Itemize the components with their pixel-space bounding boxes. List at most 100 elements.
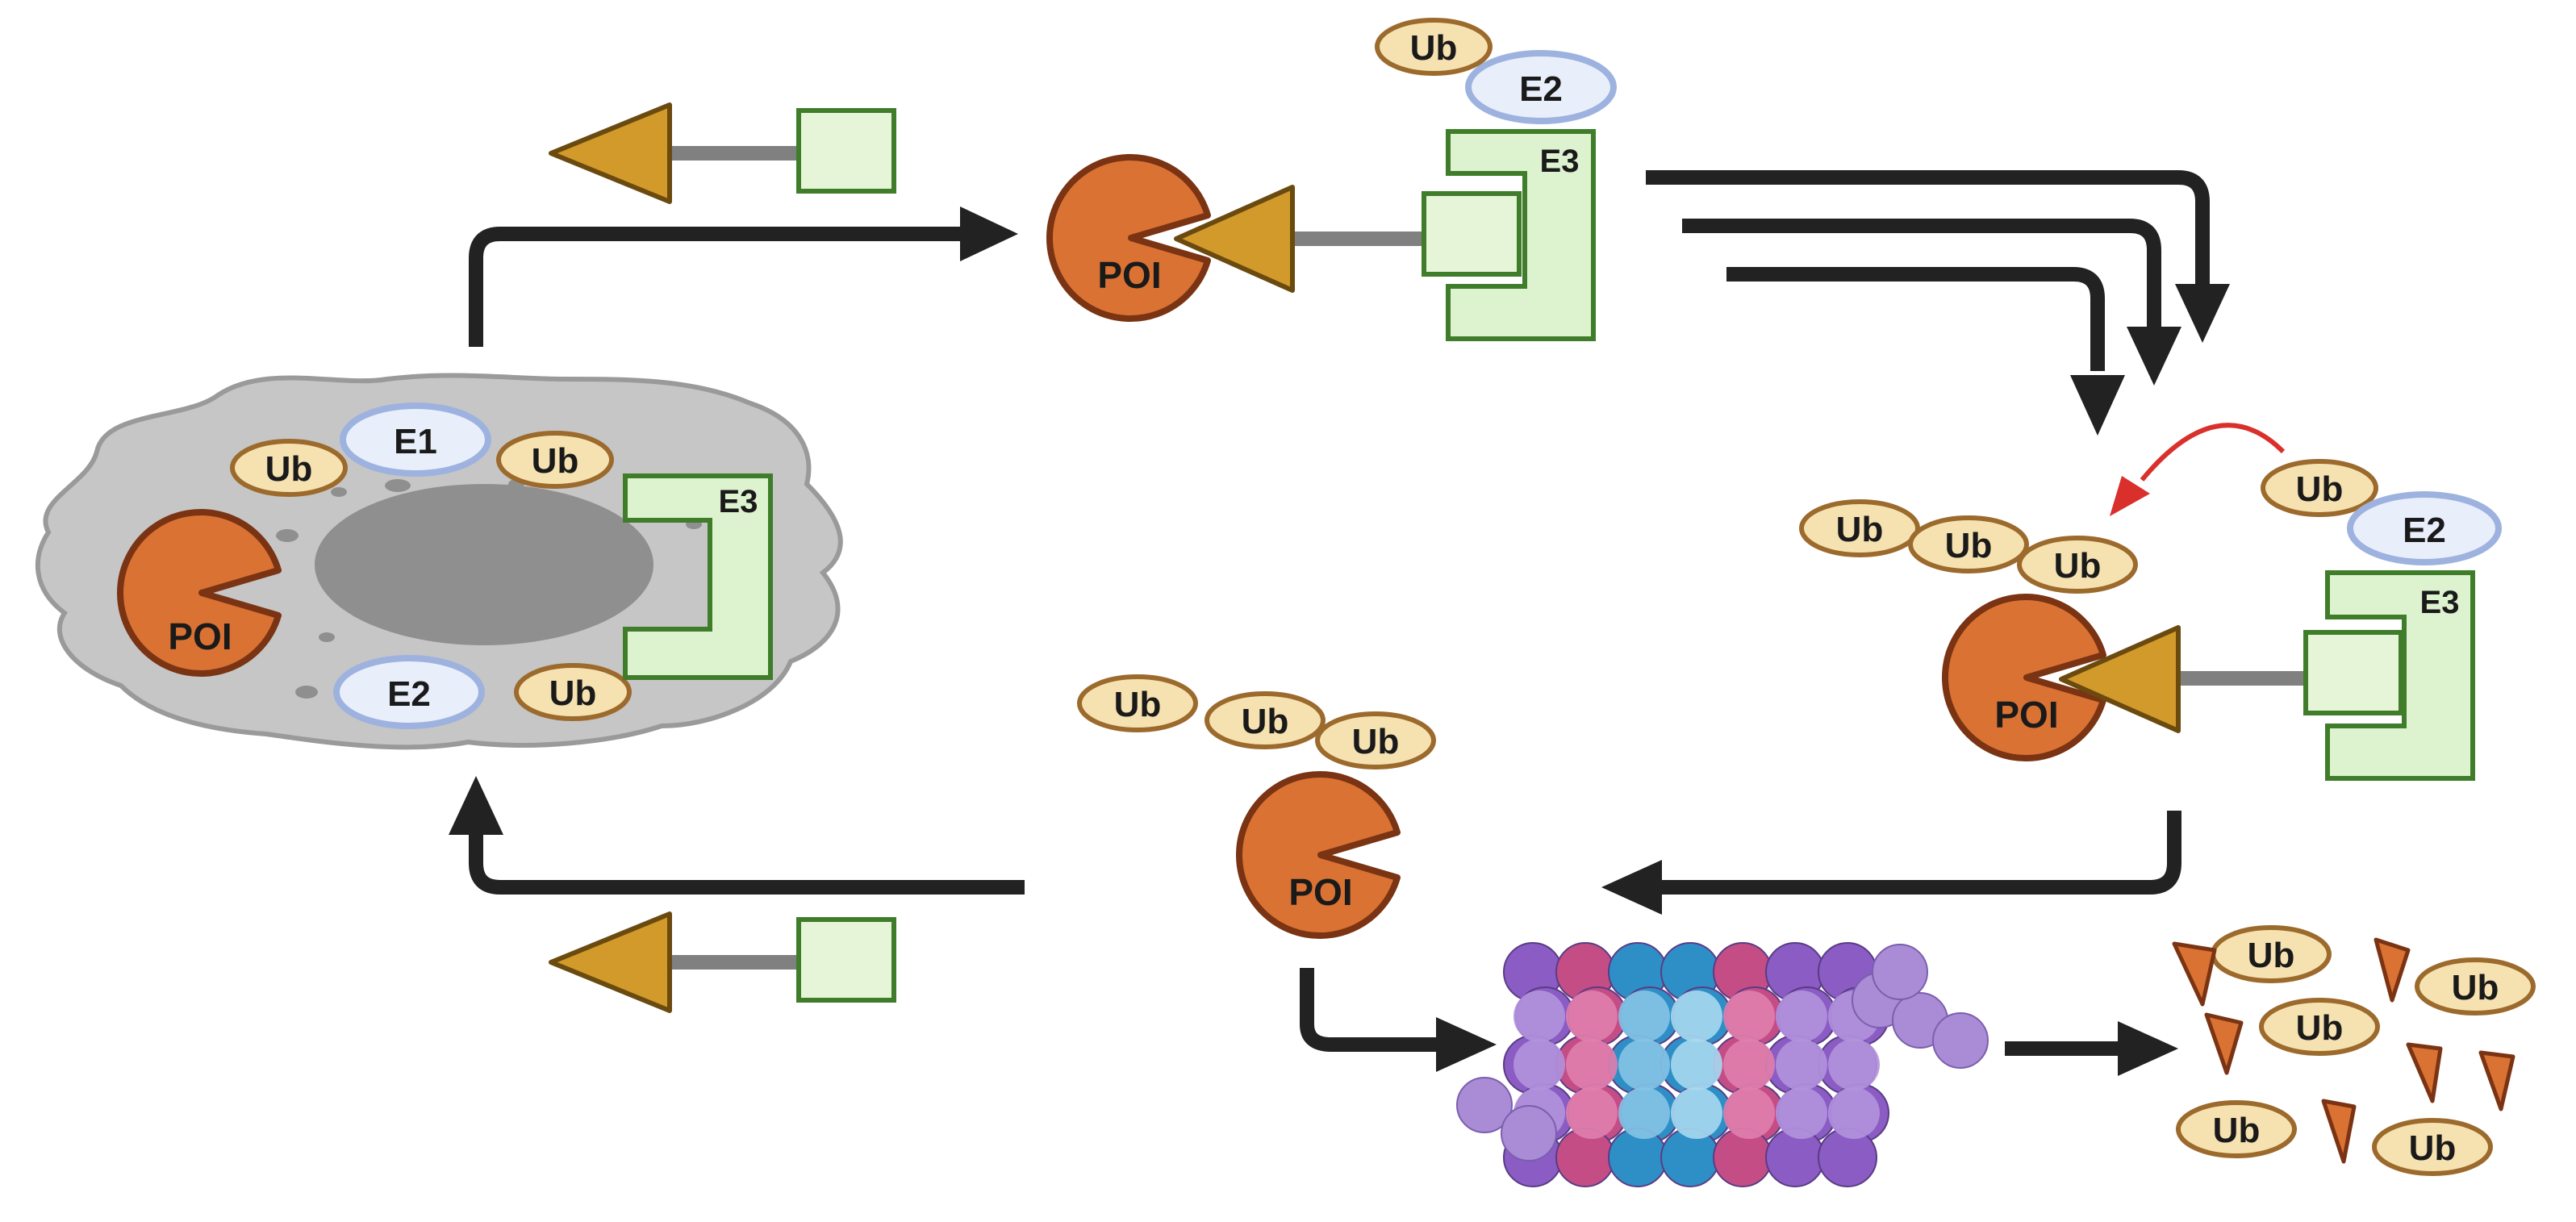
protac-icon [549, 911, 896, 1013]
ub-transfer-arrow [2110, 423, 2286, 516]
proteasome-subunit [1723, 991, 1775, 1042]
proteasome-subunit [1671, 1039, 1722, 1091]
proteasome-subunit [1618, 1087, 1670, 1139]
proteasome-cap [1932, 1012, 1989, 1069]
proteasome-subunit [1513, 991, 1565, 1042]
ub-label: Ub [2248, 936, 2295, 975]
ub-label: Ub [2409, 1128, 2457, 1168]
ub-label: Ub [1945, 526, 1993, 565]
poi-label: POI [168, 615, 232, 657]
proteasome-subunit [1776, 1087, 1827, 1139]
e3-label: E3 [719, 484, 758, 519]
ub-label: Ub [2213, 1111, 2261, 1150]
protac-e3-ligand [796, 108, 896, 194]
ub-molecule: Ub [1908, 515, 2029, 573]
ub-molecule: Ub [1204, 691, 1326, 749]
ub-molecule: Ub [2259, 998, 2380, 1056]
cell-nucleus [315, 484, 653, 645]
ub-label: Ub [1836, 510, 1884, 549]
ub-molecule: Ub [2176, 1100, 2297, 1158]
e1-enzyme: E1 [340, 402, 491, 477]
protac-linker [1283, 231, 1428, 246]
arrow-cell-to-complex [469, 206, 1018, 347]
ub-molecule: Ub [230, 439, 348, 497]
poi-protein: POI [1046, 154, 1211, 322]
ub-molecule: Ub [1375, 18, 1493, 76]
ub-label: Ub [2296, 1008, 2344, 1048]
ub-label: Ub [549, 674, 597, 713]
proteasome-subunit [1618, 1039, 1670, 1091]
e3-ligase [2325, 570, 2475, 781]
ub-molecule: Ub [2017, 536, 2138, 594]
arrow-release [1601, 811, 2181, 915]
protac-warhead [2059, 625, 2181, 733]
e3-label: E3 [2420, 585, 2460, 620]
peptide-fragment [2406, 1042, 2443, 1103]
ub-label: Ub [2296, 469, 2344, 509]
peptide-fragment [2478, 1050, 2515, 1111]
e1-label: E1 [394, 422, 437, 461]
poi-label: POI [1288, 871, 1352, 913]
ubiquitinated-poi: Ub Ub Ub POI [1077, 674, 1436, 939]
ub-label: Ub [265, 449, 313, 489]
polyubiquitinated-complex: Ub Ub Ub Ub E2 E3 POI [1799, 459, 2502, 781]
ub-label: Ub [1352, 722, 1400, 761]
poi-label: POI [1097, 254, 1161, 296]
peptide-fragment [2321, 1099, 2357, 1164]
e2-enzyme: E2 [333, 655, 485, 729]
proteasome-subunit [1776, 991, 1827, 1042]
ternary-complex: POI E3 E2 Ub [1046, 18, 1617, 341]
protac-warhead [1174, 185, 1295, 293]
proteasome-subunit [1566, 1039, 1618, 1091]
e2-label: E2 [387, 674, 431, 714]
e2-label: E2 [1519, 69, 1563, 109]
protac-e3-ligand [2303, 630, 2403, 715]
peptide-fragment [2172, 941, 2217, 1007]
proteasome-icon [1456, 942, 1989, 1187]
e2-label: E2 [2403, 511, 2446, 550]
e3-label: E3 [1540, 144, 1580, 179]
ub-label: Ub [2452, 968, 2499, 1007]
cell-granule [295, 686, 318, 699]
cell-granule [385, 479, 411, 492]
ub-label: Ub [1114, 685, 1162, 724]
proteasome-cap [1501, 1105, 1557, 1162]
e3-ligase: E3 [623, 473, 773, 680]
protac-warhead [549, 911, 672, 1013]
protac-linker [666, 955, 803, 970]
arrow-to-proteasome [1300, 968, 1497, 1072]
proteasome-subunit [1828, 1039, 1880, 1091]
protac-e3-ligand [796, 917, 896, 1003]
proteasome-subunit [1513, 1039, 1565, 1091]
proteasome-subunit [1671, 1087, 1722, 1139]
proteasome-subunit [1566, 1087, 1618, 1139]
ub-molecule: Ub [1077, 674, 1198, 732]
ub-molecule: Ub [1315, 711, 1436, 769]
proteasome-subunit [1618, 991, 1670, 1042]
poi-protein: POI [1236, 771, 1401, 939]
ub-molecule: Ub [496, 431, 614, 489]
protac-linker [2170, 671, 2315, 686]
proteasome-subunit [1723, 1087, 1775, 1139]
proteasome-subunit [1566, 991, 1618, 1042]
peptide-fragment [2204, 1012, 2244, 1075]
poi-label: POI [1994, 694, 2058, 736]
protac-e3-ligand [1422, 191, 1522, 277]
protac-warhead [549, 102, 672, 204]
ub-label: Ub [532, 441, 579, 481]
poi-protein: POI [1942, 594, 2106, 761]
arrow-to-fragments [2005, 1021, 2178, 1076]
protac-linker [666, 146, 803, 161]
proteasome-subunit [1723, 1039, 1775, 1091]
cell-icon: POI E1 Ub Ub E2 Ub E3 [35, 373, 843, 750]
e2-enzyme: E2 [2347, 491, 2502, 565]
ub-label: Ub [1242, 702, 1289, 741]
degradation-products: Ub Ub Ub Ub Ub [2172, 925, 2536, 1176]
poi-protein: POI [117, 509, 282, 677]
peptide-fragment [2374, 937, 2411, 1003]
ub-molecule: Ub [2415, 957, 2536, 1016]
proteasome-cap [1456, 1077, 1513, 1133]
ub-molecule: Ub [2211, 925, 2332, 983]
